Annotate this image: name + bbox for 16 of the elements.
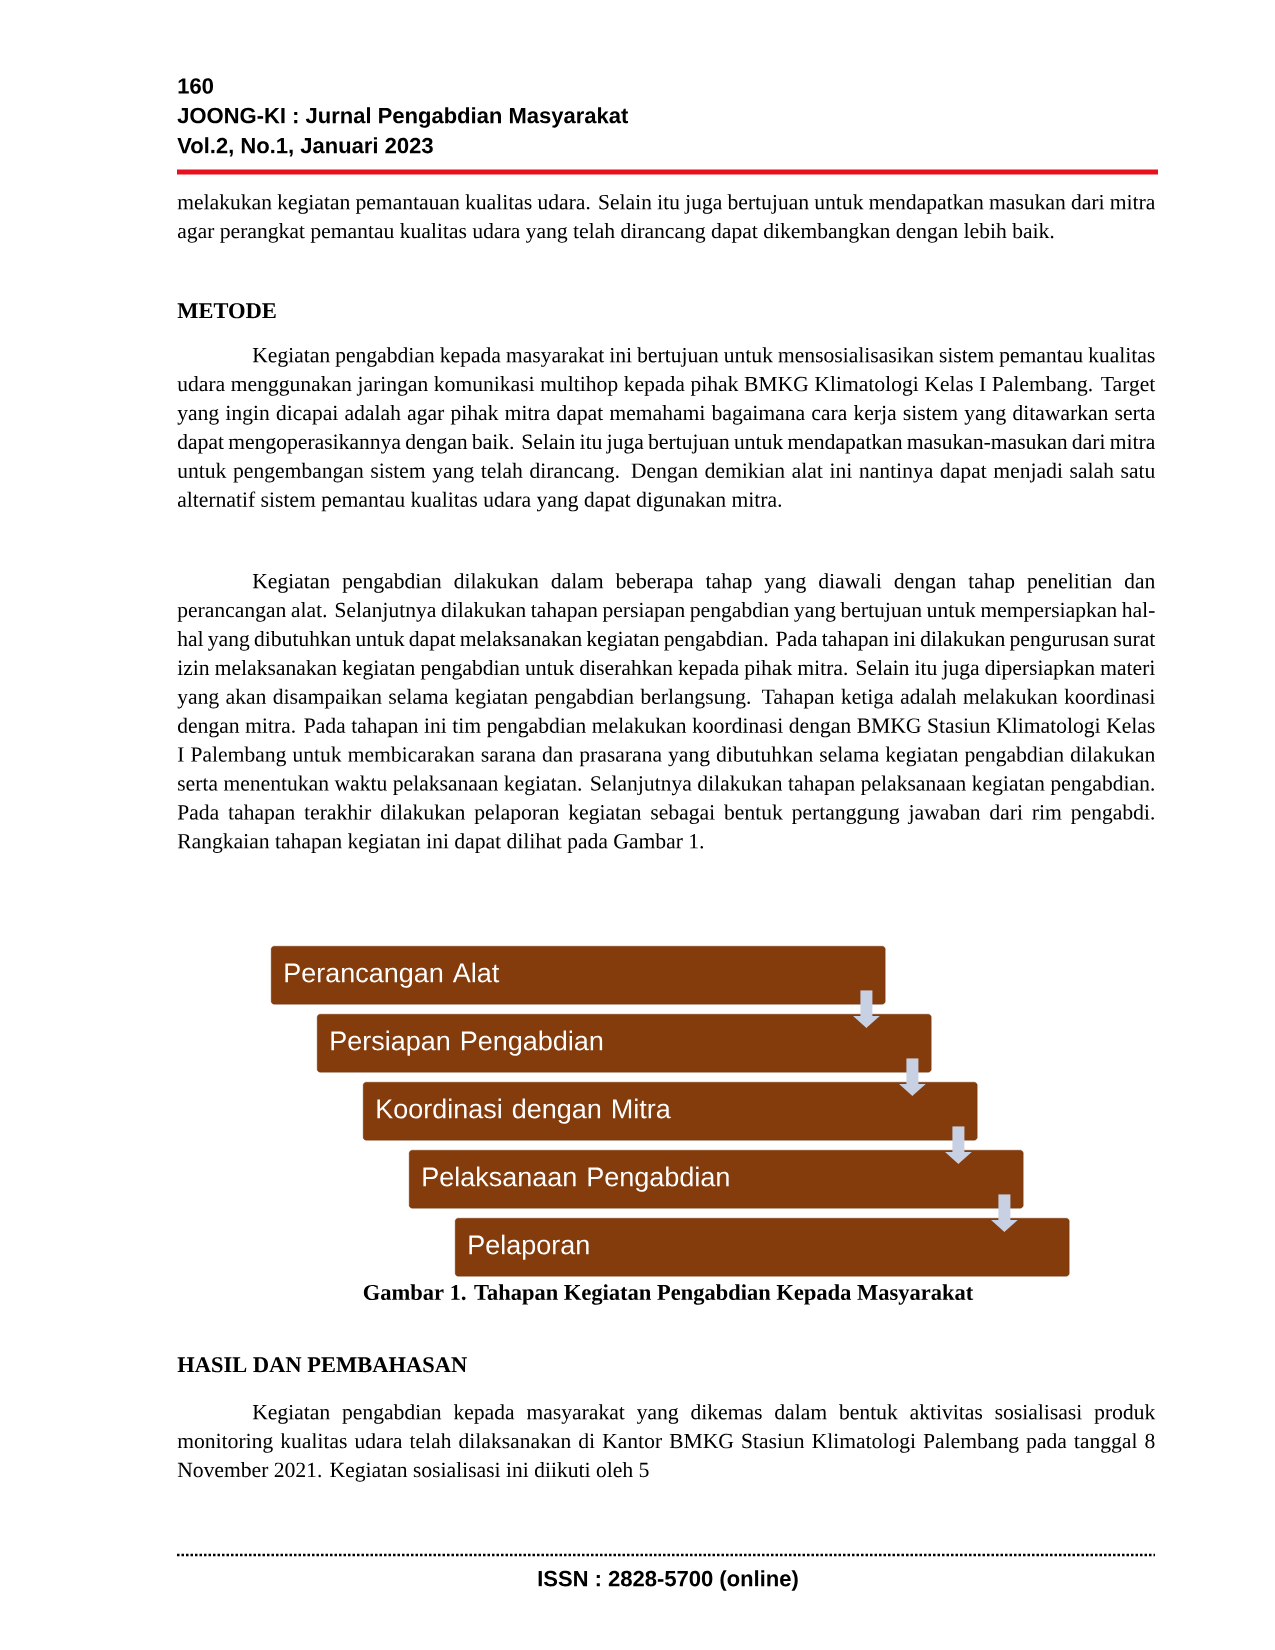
process-box: Pelaksanaan Pengabdian [409, 1150, 1024, 1209]
section-heading: HASIL DAN PEMBAHASAN [177, 1357, 467, 1373]
body-paragraph: melakukan kegiatan pemantauan kualitas udara. Selain itu juga bertujuan untuk mendapatkan masukan dari mitra agar perangkat pemantau kualitas udara yang telah dirancang dapat dikembangkan dengan lebih baik. [177, 194, 1156, 243]
body-paragraph: Kegiatan pengabdian dilakukan dalam beberapa tahap yang diawali dengan tahap penelitian dan perancangan alat. Selanjutnya dilakukan tahapan persiapan pengabdian yang bertujuan untuk mempersiapkan hal-hal yang dibutuhkan untuk dapat melaksanakan kegiatan pengabdian. Pada tahapan ini dilakukan pengurusan surat izin melaksanakan kegiatan pengabdian untuk diserahkan kepada pihak mitra. Selain itu juga dipersiapkan materi yang akan disampaikan selama kegiatan pengabdian berlangsung. Tahapan ketiga adalah melakukan koordinasi dengan mitra. Pada tahapan ini tim pengabdian melakukan koordinasi dengan BMKG Stasiun Klimatologi Kelas I Palembang untuk membicarakan sarana dan prasarana yang dibutuhkan selama kegiatan pengabdian dilakukan serta menentukan waktu pelaksanaan kegiatan. Selanjutnya dilakukan tahapan pelaksanaan kegiatan pengabdian. Pada tahapan terakhir dilakukan pelaporan kegiatan sebagai bentuk pertanggung jawaban dari rim pengabdi. Rangkaian tahapan kegiatan ini dapat dilihat pada Gambar 1. [177, 573, 1156, 853]
footer-text: ISSN : 2828-5700 (online) [538, 1570, 798, 1591]
header-text: Vol.2, No.1, Januari 2023 [177, 137, 433, 157]
process-box: Koordinasi dengan Mitra [363, 1082, 978, 1141]
process-box: Perancangan Alat [271, 946, 886, 1005]
figure-caption: Gambar 1. Tahapan Kegiatan Pengabdian Kepada Masyarakat [363, 1284, 974, 1305]
section-heading: METODE [177, 303, 276, 319]
header-text: JOONG-KI : Jurnal Pengabdian Masyarakat [177, 107, 629, 128]
body-paragraph: Kegiatan pengabdian kepada masyarakat yang dikemas dalam bentuk aktivitas sosialisasi produk monitoring kualitas udara telah dilaksanakan di Kantor BMKG Stasiun Klimatologi Palembang pada tanggal 8 November 2021. Kegiatan sosialisasi ini diikuti oleh 5 [177, 1404, 1156, 1482]
process-box: Pelaporan [455, 1218, 1070, 1277]
header-text: 160 [178, 78, 213, 94]
body-paragraph: Kegiatan pengabdian kepada masyarakat ini bertujuan untuk mensosialisasikan sistem pemantau kualitas udara menggunakan jaringan komunikasi multihop kepada pihak BMKG Klimatologi Kelas I Palembang. Target yang ingin dicapai adalah agar pihak mitra dapat memahami bagaimana cara kerja sistem yang ditawarkan serta dapat mengoperasikannya dengan baik. Selain itu juga bertujuan untuk mendapatkan masukan-masukan dari mitra untuk pengembangan sistem yang telah dirancang. Dengan demikian alat ini nantinya dapat menjadi salah satu alternatif sistem pemantau kualitas udara yang dapat digunakan mitra. [177, 347, 1156, 512]
process-box: Persiapan Pengabdian [317, 1014, 932, 1073]
